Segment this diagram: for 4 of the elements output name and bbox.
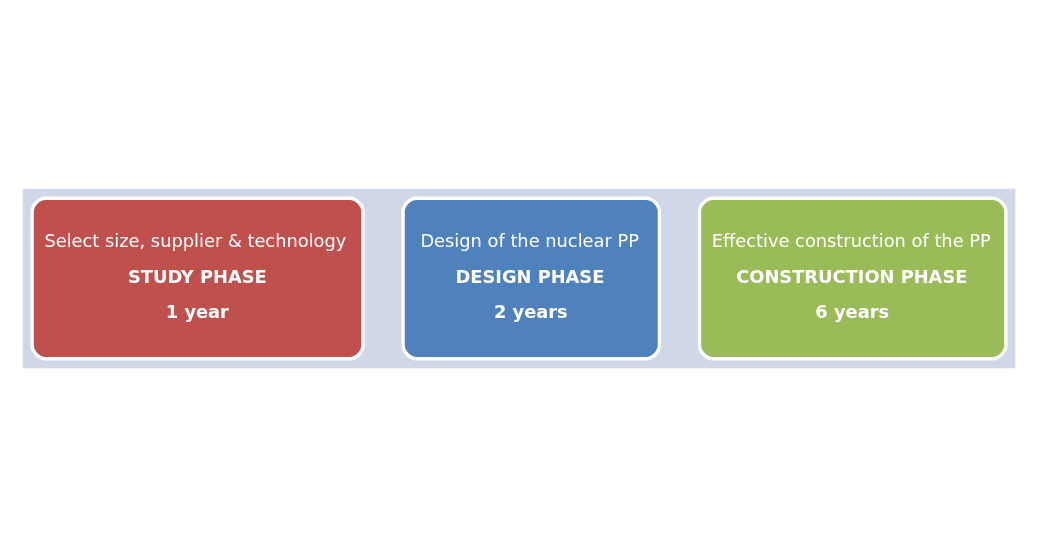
node-box: Design of the nuclear PP DESIGN PHASE 2 years	[401, 196, 662, 361]
node-box: Select size, supplier & technology STUDY PHASE 1 year	[30, 196, 365, 361]
cluster	[22, 188, 1016, 369]
node-box: Effective construction of the PP CONSTRUCTION PHASE 6 years	[697, 196, 1008, 361]
